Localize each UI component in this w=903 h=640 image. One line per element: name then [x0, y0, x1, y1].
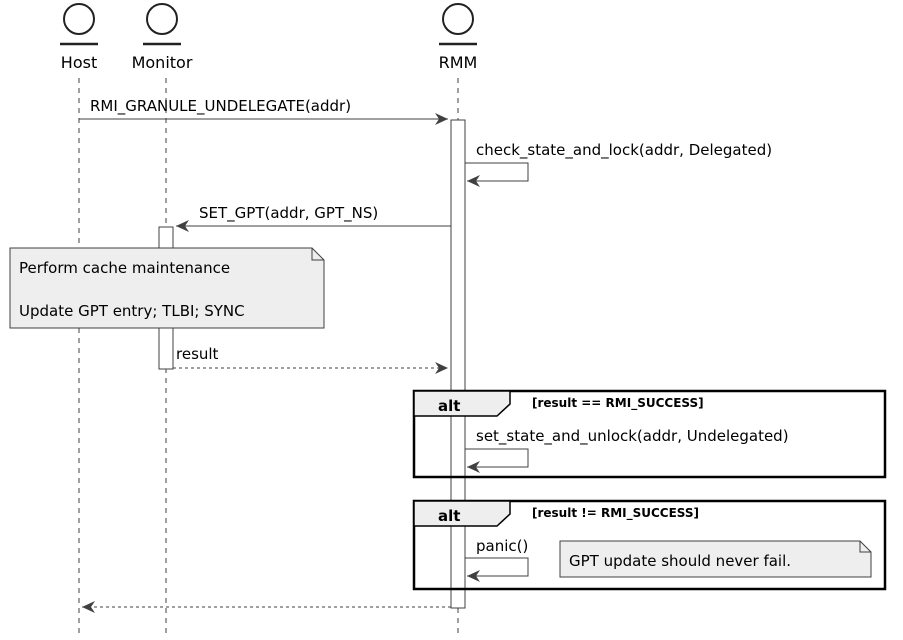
actor-host: Host: [60, 3, 98, 72]
alt-success-guard: [result == RMI_SUCCESS]: [532, 396, 704, 411]
actor-monitor: Monitor: [132, 3, 193, 72]
alt-failure-keyword: alt: [438, 507, 460, 525]
note-gpt-fail: GPT update should never fail.: [559, 540, 872, 578]
alt-fragment-failure: alt [result != RMI_SUCCESS] panic() GPT …: [412, 499, 887, 591]
note-cache-line2: Update GPT entry; TLBI; SYNC: [19, 302, 245, 320]
alt-fragment-success: alt [result == RMI_SUCCESS] set_state_an…: [412, 389, 887, 479]
message-result-label: result: [176, 345, 219, 363]
message-set-gpt-label: SET_GPT(addr, GPT_NS): [199, 204, 378, 223]
monitor-actor-icon: [146, 3, 178, 35]
message-set-gpt: SET_GPT(addr, GPT_NS): [176, 204, 451, 232]
note-cache-maintenance: Perform cache maintenance Update GPT ent…: [9, 247, 325, 329]
message-granule-undelegate: RMI_GRANULE_UNDELEGATE(addr): [79, 97, 448, 125]
lifelines: [78, 78, 459, 635]
actor-rmm: RMM: [439, 3, 478, 72]
host-actor-icon: [63, 3, 95, 35]
monitor-label: Monitor: [132, 53, 193, 72]
message-granule-undelegate-label: RMI_GRANULE_UNDELEGATE(addr): [90, 97, 351, 116]
alt-failure-guard: [result != RMI_SUCCESS]: [532, 506, 699, 521]
rmm-label: RMM: [439, 53, 478, 72]
rmm-actor-icon: [442, 3, 474, 35]
host-label: Host: [61, 53, 97, 72]
message-result: result: [173, 345, 448, 374]
message-check-state-label: check_state_and_lock(addr, Delegated): [476, 141, 772, 160]
message-panic-label: panic(): [476, 537, 528, 555]
message-set-state-label: set_state_and_unlock(addr, Undelegated): [476, 427, 789, 446]
note-cache-line1: Perform cache maintenance: [19, 259, 230, 277]
note-gpt-fail-text: GPT update should never fail.: [569, 552, 791, 570]
message-check-state: check_state_and_lock(addr, Delegated): [465, 141, 772, 187]
alt-success-keyword: alt: [438, 397, 460, 415]
rmm-activation: [450, 119, 466, 609]
